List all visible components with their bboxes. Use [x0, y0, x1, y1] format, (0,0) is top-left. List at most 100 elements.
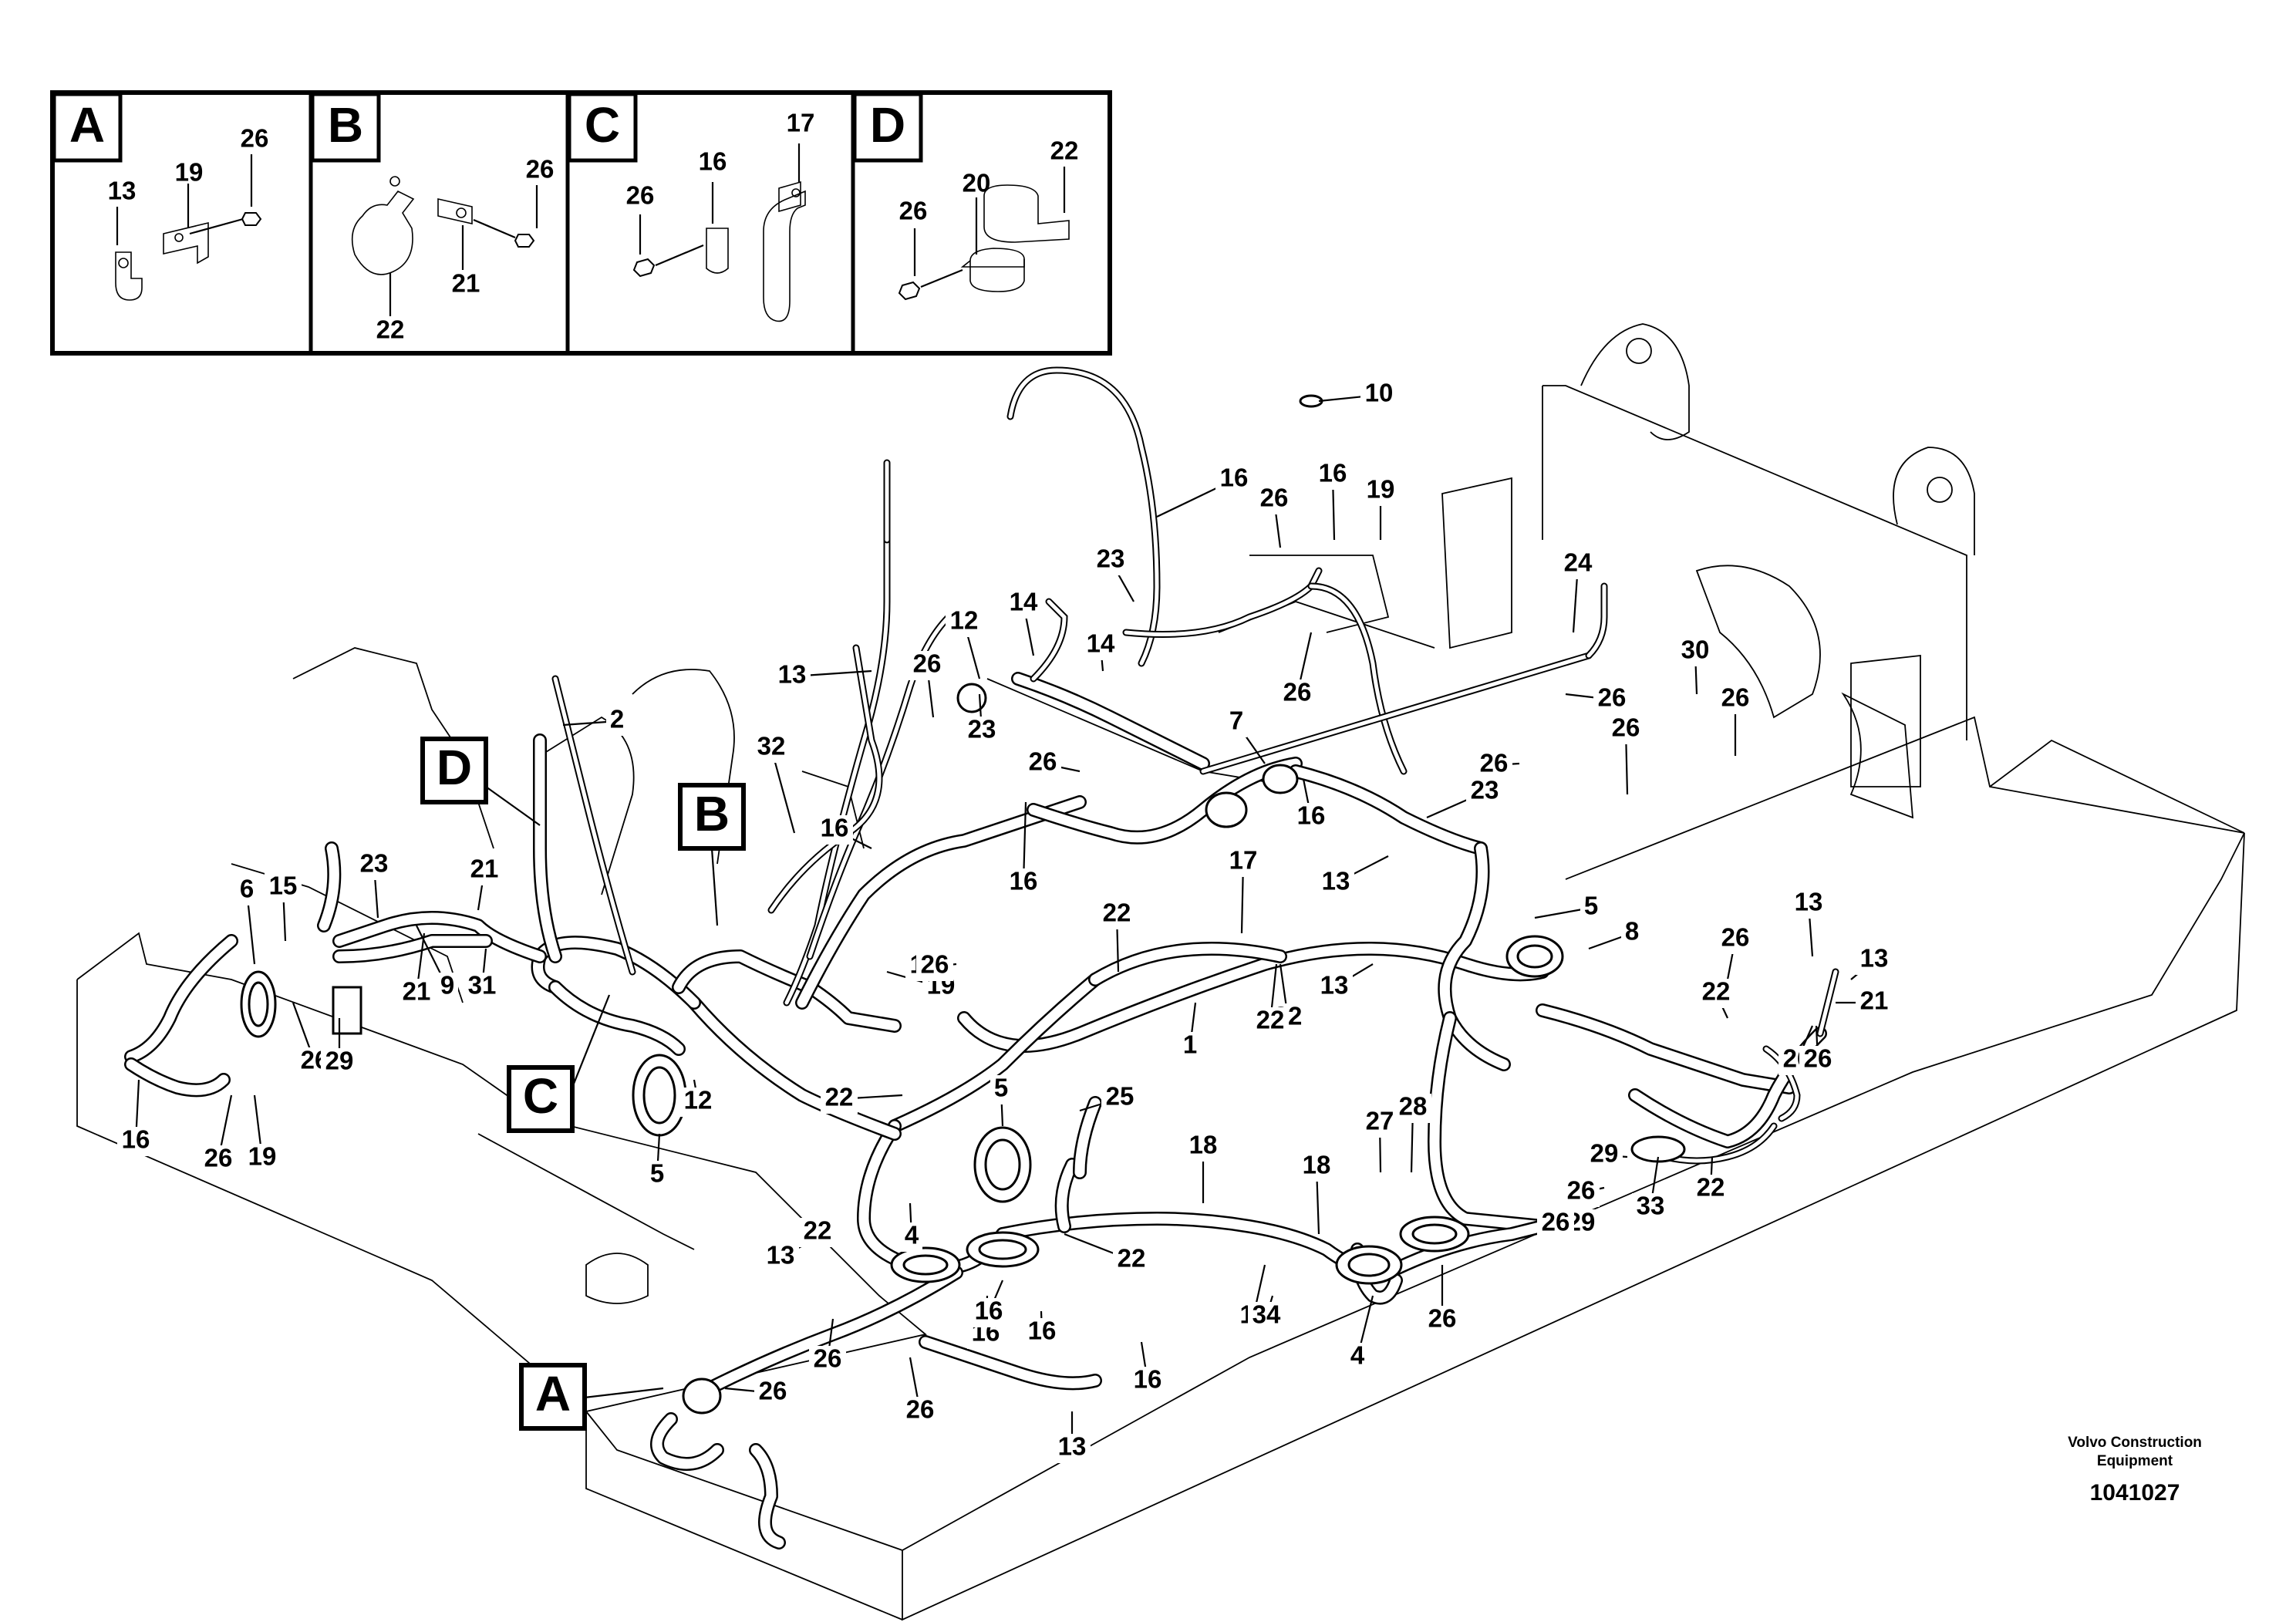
callout-box-d	[420, 737, 488, 804]
part-label: 16	[122, 1125, 150, 1154]
label-background	[1856, 946, 1893, 975]
detail-view-b: B 26 22 21	[310, 92, 555, 344]
part-label: 13	[767, 1241, 795, 1270]
part-label: 26	[759, 1377, 787, 1405]
label-background	[1607, 715, 1644, 744]
part-label: 13	[1322, 867, 1350, 895]
detail-letter-box	[852, 92, 923, 163]
label-background	[762, 1243, 799, 1272]
part-label: 26	[1542, 1208, 1570, 1236]
part-label: 26	[1567, 1176, 1596, 1205]
label-background	[1316, 973, 1353, 1002]
label-background	[1256, 485, 1293, 514]
detail-letter: C	[585, 97, 620, 153]
label-background	[464, 973, 501, 1002]
part-label: 26	[526, 155, 555, 184]
part-label: 22	[1697, 1173, 1725, 1202]
part-label: 13	[1058, 1432, 1087, 1461]
part-label: 16	[1010, 867, 1038, 895]
label-background	[1293, 803, 1330, 832]
detail-letter-box	[567, 92, 638, 163]
part-label: 30	[1681, 636, 1710, 664]
label-background	[902, 1397, 939, 1426]
label-background	[437, 973, 458, 1002]
part-label: 8	[1625, 917, 1639, 946]
label-background	[1537, 1209, 1574, 1239]
part-label: 26	[913, 649, 942, 678]
label-background	[1424, 1306, 1461, 1335]
callout-boxes: D B C A	[420, 737, 746, 1431]
part-label: 16	[1319, 459, 1347, 487]
part-label: 16	[699, 147, 727, 176]
label-background	[1717, 685, 1754, 714]
part-label: 26	[1721, 923, 1750, 952]
part-label: 16	[1220, 464, 1249, 492]
part-label: 1	[1183, 1030, 1197, 1059]
label-background	[1092, 546, 1129, 575]
part-label: 17	[787, 109, 815, 137]
label-background	[816, 815, 853, 845]
part-label: 22	[1256, 1006, 1285, 1034]
part-label: 26	[241, 124, 269, 153]
label-background	[1856, 988, 1893, 1017]
part-label: 26	[814, 1344, 842, 1373]
part-label: 23	[1471, 776, 1499, 804]
part-label: 23	[968, 715, 996, 744]
label-background	[901, 1222, 922, 1252]
company-name-line1: Volvo Construction	[2068, 1435, 2202, 1451]
grommets	[240, 394, 1686, 1415]
detail-letter-box	[310, 92, 381, 163]
label-background	[1677, 637, 1714, 666]
part-label: 27	[1366, 1107, 1394, 1135]
label-background	[809, 1346, 846, 1375]
label-background	[1621, 919, 1643, 948]
label-background	[236, 876, 258, 905]
label-background	[1279, 679, 1316, 709]
part-label: 26	[1428, 1304, 1457, 1333]
label-background	[1559, 550, 1596, 579]
label-background	[1593, 685, 1630, 714]
part-label: 26	[626, 181, 655, 210]
part-label: 26	[899, 197, 928, 225]
label-background	[1215, 465, 1253, 494]
label-background	[321, 1048, 358, 1077]
label-background	[916, 952, 953, 981]
label-background	[1024, 749, 1061, 778]
part-label: 16	[1134, 1365, 1162, 1394]
label-background	[1360, 380, 1397, 410]
label-background	[1563, 1178, 1600, 1207]
label-background	[1717, 925, 1754, 954]
part-label: 14	[1010, 588, 1038, 616]
detail-letter-box	[52, 92, 123, 163]
label-background	[1799, 1046, 1836, 1075]
company-name-line2: Equipment	[2097, 1453, 2173, 1469]
diagram-caption: Volvo Construction Equipment 1041027	[2068, 1435, 2202, 1506]
part-label: 28	[1399, 1092, 1428, 1121]
detail-view-a: A 13 19 26	[52, 92, 269, 301]
part-label: 31	[468, 971, 497, 1000]
part-label: 15	[269, 872, 298, 900]
label-background	[1005, 868, 1042, 898]
label-background	[356, 851, 393, 880]
part-label: 25	[1106, 1082, 1135, 1111]
label-background	[398, 979, 435, 1008]
label-background	[1317, 868, 1354, 898]
part-label: 22	[825, 1083, 854, 1111]
label-background	[970, 1298, 1007, 1327]
callout-box-c	[507, 1065, 575, 1133]
label-background	[1347, 1343, 1368, 1372]
part-label: 18	[1303, 1151, 1331, 1179]
part-label: 2	[610, 705, 624, 733]
part-label: 21	[403, 977, 431, 1006]
part-label: 9	[440, 971, 454, 1000]
part-label: 26	[1480, 749, 1509, 777]
label-background	[265, 873, 302, 902]
callout-letter: D	[437, 740, 472, 795]
document-number: 1041027	[2090, 1480, 2180, 1506]
label-background	[1580, 893, 1602, 922]
part-label: 5	[1584, 892, 1598, 920]
part-label: 14	[1087, 629, 1115, 658]
part-label: 4	[1350, 1341, 1365, 1370]
